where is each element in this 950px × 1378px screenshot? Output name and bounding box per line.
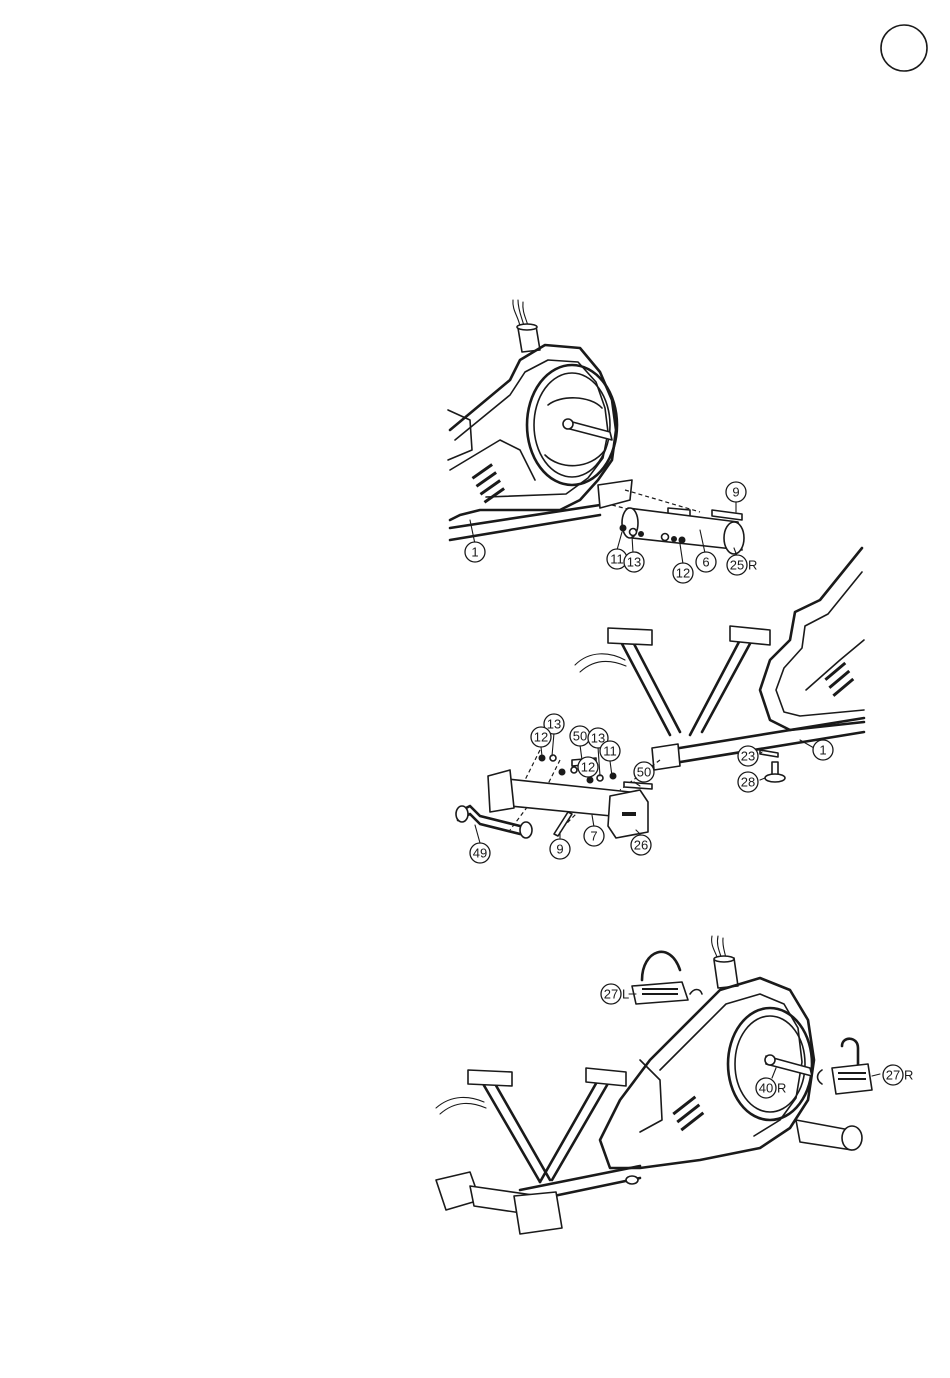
svg-text:11: 11 xyxy=(610,552,624,567)
vent-grille-2 xyxy=(824,662,854,697)
svg-text:9: 9 xyxy=(732,485,739,500)
seat-support-right-3 xyxy=(540,1080,610,1182)
callout-s2-11: 11 xyxy=(600,741,620,761)
svg-text:25: 25 xyxy=(730,558,744,573)
sensor-cable-3 xyxy=(436,1097,486,1114)
main-frame-rail xyxy=(450,500,610,540)
callout-s2-7: 7 xyxy=(584,826,604,846)
svg-text:12: 12 xyxy=(534,730,548,745)
svg-text:26: 26 xyxy=(634,838,648,853)
svg-text:R: R xyxy=(777,1081,786,1096)
svg-text:1: 1 xyxy=(471,545,478,560)
svg-text:11: 11 xyxy=(603,744,617,759)
svg-text:50: 50 xyxy=(573,729,587,744)
callout-s1-6: 6 xyxy=(696,552,716,572)
svg-text:50: 50 xyxy=(637,765,651,780)
end-cap-left xyxy=(488,770,514,812)
svg-text:R: R xyxy=(904,1068,913,1083)
callout-s2-12b: 12 xyxy=(578,757,598,777)
svg-text:27: 27 xyxy=(886,1068,900,1083)
svg-text:12: 12 xyxy=(581,760,595,775)
callout-s2-9: 9 xyxy=(550,839,570,859)
seat-rail-support-left xyxy=(620,640,680,735)
rotation-arrow-right xyxy=(818,1070,823,1084)
rear-mount-bracket xyxy=(598,480,632,508)
seat-rail-support-right xyxy=(690,640,752,735)
callout-s2-49: 49 xyxy=(470,843,490,863)
front-end-cap-right-3 xyxy=(514,1192,562,1234)
sensor-cable xyxy=(575,654,626,672)
seat-bracket-left xyxy=(608,628,652,645)
seat-bracket-right-3 xyxy=(586,1068,626,1086)
rotation-arrow-left xyxy=(690,990,702,995)
svg-text:9: 9 xyxy=(556,842,563,857)
callout-s1-12: 12 xyxy=(673,563,693,583)
svg-text:12: 12 xyxy=(676,566,690,581)
callout-s2-23: 23 xyxy=(738,746,758,766)
svg-text:7: 7 xyxy=(590,829,597,844)
front-mount-bracket xyxy=(652,744,680,770)
svg-text:R: R xyxy=(748,558,757,573)
svg-text:49: 49 xyxy=(473,846,487,861)
step-number-circle xyxy=(881,25,927,71)
seat-bracket-right xyxy=(730,626,770,645)
callout-s2-12a: 12 xyxy=(531,727,551,747)
callout-s1-13: 13 xyxy=(624,552,644,572)
svg-text:23: 23 xyxy=(741,749,755,764)
svg-text:1: 1 xyxy=(819,743,826,758)
bolt-50b xyxy=(624,782,652,789)
callout-s2-50b: 50 xyxy=(634,762,654,782)
svg-text:40: 40 xyxy=(759,1081,773,1096)
svg-text:27: 27 xyxy=(604,987,618,1002)
callout-s3-27R: 27 R xyxy=(883,1065,913,1085)
callout-s2-26: 26 xyxy=(631,835,651,855)
vent-grille-3 xyxy=(672,1096,704,1132)
step3-pedal-assembly xyxy=(436,936,872,1234)
svg-text:13: 13 xyxy=(627,555,641,570)
frame-body-3 xyxy=(600,978,814,1168)
callout-s2-28: 28 xyxy=(738,772,758,792)
callout-s1-1: 1 xyxy=(465,542,485,562)
screw-23 xyxy=(760,750,778,757)
frame-body-right xyxy=(760,548,864,730)
step2-front-stabilizer-assembly xyxy=(456,548,864,838)
svg-text:6: 6 xyxy=(702,555,709,570)
callout-s3-27L: 27 L xyxy=(601,984,629,1004)
step1-rear-stabilizer-assembly xyxy=(448,300,744,554)
seat-bracket-left-3 xyxy=(468,1070,512,1086)
callout-s1-9: 9 xyxy=(726,482,746,502)
callout-s1-25R: 25 R xyxy=(727,555,757,575)
callout-s2-1: 1 xyxy=(813,740,833,760)
seat-support-left-3 xyxy=(482,1082,550,1182)
svg-text:L: L xyxy=(622,987,629,1002)
callout-s2-50a: 50 xyxy=(570,726,590,746)
svg-text:13: 13 xyxy=(547,717,561,732)
wire-cables xyxy=(513,300,528,326)
pedal-strap-27L xyxy=(642,952,680,980)
svg-text:28: 28 xyxy=(741,775,755,790)
bolt-9-step2 xyxy=(554,812,572,836)
callout-s3-40R: 40 R xyxy=(756,1078,786,1098)
